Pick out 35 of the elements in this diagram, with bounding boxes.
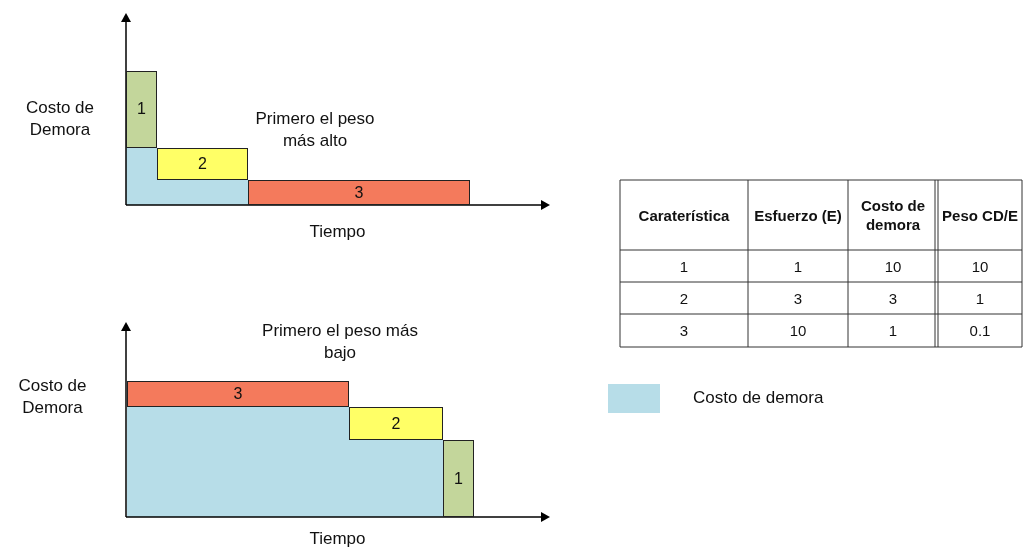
table-header: Esfuerzo (E) [753,205,843,226]
legend-text: Costo de demora [693,387,824,409]
table-cell-text: 1 [974,288,986,309]
table-cell-text: 3 [887,288,899,309]
bar-label: 1 [454,469,463,488]
bar [248,180,470,205]
axis-label: Tiempo [308,221,367,243]
axis-label: Costo de Demora [24,97,95,141]
table-cell-text: 1 [887,321,899,341]
table-cell-text: 10 [970,256,990,277]
table-cell-text: 0.1 [968,321,992,341]
table-header: Costo de demora [859,196,927,235]
table-cell-text: 2 [678,288,690,309]
bar-label: 3 [233,385,243,403]
table-cell-text: 10 [883,256,903,277]
table-cell-text: 1 [792,256,804,277]
bar-label: 1 [137,100,146,118]
axis-label: Tiempo [308,528,367,550]
table-header: Caraterística [637,205,731,226]
bar [349,407,443,440]
bar [157,148,248,180]
axis-label: Costo de Demora [17,375,88,419]
bar-label: 2 [198,155,207,173]
chart-heading: Primero el peso más alto [254,108,376,152]
table-cell-text: 3 [678,321,690,341]
bar [127,381,349,407]
table-cell-text: 3 [792,288,804,309]
bar [443,440,474,517]
table-cell-text: 10 [788,321,808,341]
bar-label: 2 [391,414,401,433]
chart-heading: Primero el peso más bajo [261,320,419,364]
table-header: Peso CD/E [942,205,1018,226]
bar [126,71,157,148]
bar-label: 3 [354,183,364,202]
table-cell-text: 1 [678,256,690,277]
